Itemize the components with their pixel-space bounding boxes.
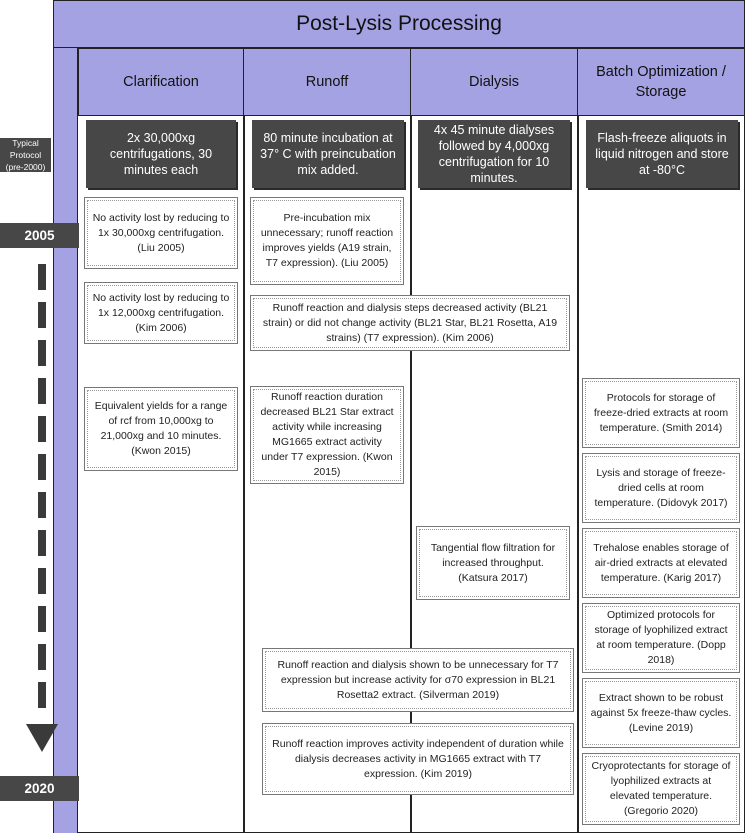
year-label-end: 2020 <box>0 776 79 801</box>
timeline-dash <box>38 492 46 518</box>
timeline-dash <box>38 682 46 708</box>
column-header-clarification: Clarification <box>78 48 244 116</box>
note-levine-2019: Extract shown to be robust against 5x fr… <box>582 678 740 748</box>
timeline-dash <box>38 644 46 670</box>
column-header-dialysis: Dialysis <box>410 48 578 116</box>
note-gregorio-2020: Cryoprotectants for storage of lyophiliz… <box>582 753 740 825</box>
timeline-arrowhead-icon <box>26 724 58 752</box>
note-kim-2019: Runoff reaction improves activity indepe… <box>262 723 574 795</box>
typical-clarification: 2x 30,000xg centrifugations, 30 minutes … <box>86 120 236 188</box>
diagram-title: Post-Lysis Processing <box>53 0 745 48</box>
timeline-dash <box>38 416 46 442</box>
year-label-start: 2005 <box>0 223 79 248</box>
note-liu-2005-runoff: Pre-incubation mix unnecessary; runoff r… <box>250 197 404 285</box>
typical-dialysis: 4x 45 minute dialyses followed by 4,000x… <box>418 120 570 188</box>
note-kim-2006-runoff-dialysis: Runoff reaction and dialysis steps decre… <box>250 295 570 351</box>
column-header-storage: Batch Optimization / Storage <box>577 48 745 116</box>
timeline-dash <box>38 340 46 366</box>
typical-protocol-label: Typical Protocol (pre-2000) <box>0 138 51 172</box>
column-divider <box>243 116 245 833</box>
typical-storage: Flash-freeze aliquots in liquid nitrogen… <box>586 120 738 188</box>
note-kim-2006-clarification: No activity lost by reducing to 1x 12,00… <box>84 282 238 344</box>
note-dopp-2018: Optimized protocols for storage of lyoph… <box>582 603 740 673</box>
note-liu-2005-clarification: No activity lost by reducing to 1x 30,00… <box>84 197 238 269</box>
timeline-dash <box>38 568 46 594</box>
timeline-dash <box>38 302 46 328</box>
timeline-sidebar <box>53 48 78 833</box>
column-divider <box>577 116 579 833</box>
note-didovyk-2017: Lysis and storage of freeze-dried cells … <box>582 453 740 523</box>
timeline-dash <box>38 264 46 290</box>
column-divider <box>410 116 412 833</box>
note-katsura-2017: Tangential flow filtration for increased… <box>416 526 570 600</box>
note-smith-2014: Protocols for storage of freeze-dried ex… <box>582 378 740 448</box>
timeline-dash <box>38 378 46 404</box>
column-header-runoff: Runoff <box>243 48 411 116</box>
note-kwon-2015-runoff: Runoff reaction duration decreased BL21 … <box>250 386 404 484</box>
timeline-dash <box>38 454 46 480</box>
note-kwon-2015-clarification: Equivalent yields for a range of rcf fro… <box>84 387 238 471</box>
typical-runoff: 80 minute incubation at 37° C with prein… <box>252 120 404 188</box>
timeline-dash <box>38 606 46 632</box>
note-silverman-2019: Runoff reaction and dialysis shown to be… <box>262 648 574 712</box>
timeline-dash <box>38 530 46 556</box>
note-karig-2017: Trehalose enables storage of air-dried e… <box>582 528 740 598</box>
